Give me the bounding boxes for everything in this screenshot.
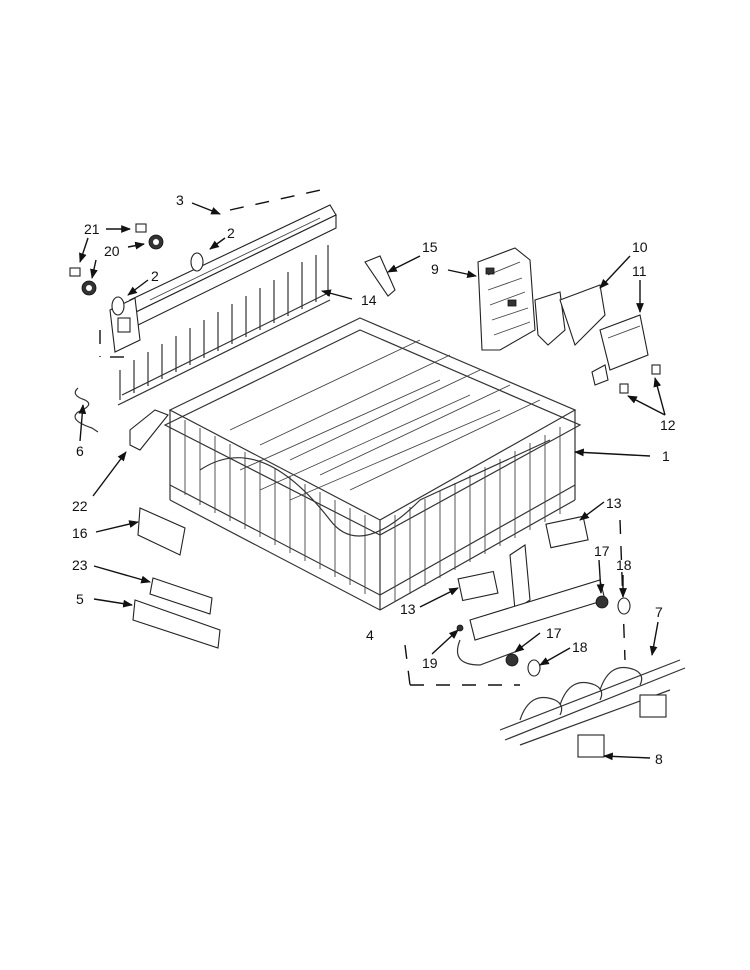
rack-support-assembly bbox=[404, 519, 631, 686]
label-17-upper: 17 bbox=[594, 543, 610, 559]
label-7: 7 bbox=[655, 604, 663, 620]
label-10: 10 bbox=[632, 239, 648, 255]
label-2-mid: 2 bbox=[151, 268, 159, 284]
clip-8-b bbox=[639, 694, 667, 718]
label-11: 11 bbox=[632, 263, 647, 279]
label-18-lower: 18 bbox=[572, 639, 588, 655]
label-12: 12 bbox=[660, 417, 676, 433]
label-22: 22 bbox=[72, 498, 88, 514]
adjuster-housing bbox=[477, 247, 536, 351]
label-9: 9 bbox=[431, 261, 439, 277]
label-16: 16 bbox=[72, 525, 88, 541]
clip-22 bbox=[129, 409, 169, 451]
clip-13-upper bbox=[545, 515, 589, 549]
adjuster-arm-cover bbox=[534, 284, 661, 394]
label-20: 20 bbox=[104, 243, 120, 259]
handle-5 bbox=[132, 599, 221, 649]
label-23: 23 bbox=[72, 557, 88, 573]
tine-row bbox=[117, 245, 331, 406]
bracket-16 bbox=[137, 507, 186, 556]
label-5: 5 bbox=[76, 591, 84, 607]
clip-part bbox=[364, 255, 396, 297]
clip-8-a bbox=[577, 734, 605, 758]
label-13-lower: 13 bbox=[400, 601, 416, 617]
rack-track-assembly bbox=[99, 187, 337, 406]
label-2-top: 2 bbox=[227, 225, 235, 241]
wire-harness bbox=[74, 387, 99, 433]
leader-lines bbox=[78, 202, 666, 761]
label-13-upper: 13 bbox=[606, 495, 622, 511]
label-18-upper: 18 bbox=[616, 557, 632, 573]
label-19: 19 bbox=[422, 655, 438, 671]
label-6: 6 bbox=[76, 443, 84, 459]
label-15: 15 bbox=[422, 239, 438, 255]
label-14: 14 bbox=[361, 292, 377, 308]
label-1: 1 bbox=[662, 448, 670, 464]
label-17-lower: 17 bbox=[546, 625, 562, 641]
part-labels: 3 2 2 21 20 14 15 9 10 11 12 1 6 22 16 2… bbox=[72, 192, 676, 767]
plate-23 bbox=[149, 577, 213, 615]
label-4: 4 bbox=[366, 627, 374, 643]
label-3: 3 bbox=[176, 192, 184, 208]
clip-13-lower bbox=[457, 570, 499, 602]
label-21: 21 bbox=[84, 221, 100, 237]
label-8: 8 bbox=[655, 751, 663, 767]
roller-hardware bbox=[69, 223, 204, 316]
